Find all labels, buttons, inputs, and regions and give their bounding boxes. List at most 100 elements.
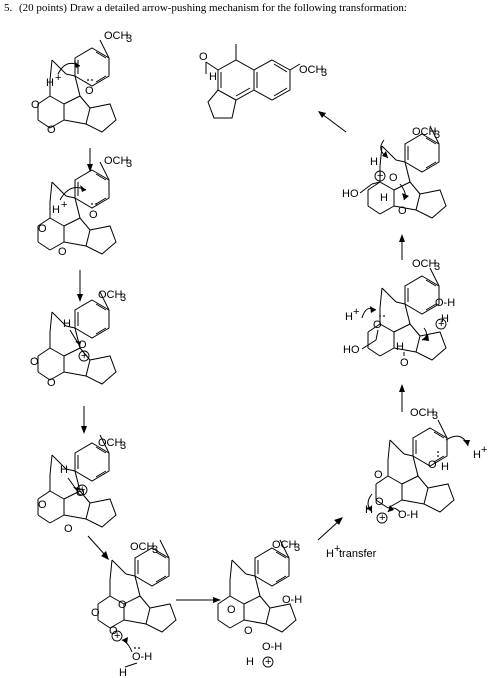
proton-label-8: H — [345, 311, 353, 323]
oxygen-label-7b: O — [374, 469, 383, 481]
product-hydrogen-label: H — [209, 71, 217, 83]
oxygen-label-5c: O — [109, 625, 118, 637]
proton-label-2: H — [52, 204, 60, 216]
cation-plus-6: + — [265, 656, 271, 668]
methoxy-label-4: OCH — [98, 437, 123, 449]
proton-transfer-plus: + — [334, 543, 340, 555]
cation-plus-8: + — [438, 318, 444, 330]
oxygen-label-2c: O — [58, 246, 67, 258]
oxygen-label-3c: O — [47, 377, 56, 389]
product-structure: H O OCH 3 — [199, 44, 327, 119]
cation-plus-4: + — [79, 484, 85, 496]
cation-plus-7: + — [379, 512, 385, 524]
methoxy-sub-1: 3 — [126, 33, 132, 45]
question-text: 5. (20 points) Draw a detailed arrow-pus… — [4, 2, 407, 14]
methoxy-label-8: OCH — [412, 258, 437, 270]
methoxy-sub-7: 3 — [432, 410, 438, 422]
cation-plus-5: + — [114, 630, 120, 642]
methoxy-sub-3: 3 — [120, 292, 126, 304]
oxygen-label-8: O — [373, 319, 382, 331]
oxygen-label-2: O — [89, 209, 98, 221]
structure-8: OCH 3 H + O O-H H + HO H O — [343, 258, 455, 369]
structure-1: OCH 3 H + O O O — [31, 30, 132, 136]
structure-3: OCH 3 H O + O O — [30, 289, 126, 389]
hydrogen-label-8b: H — [396, 341, 404, 353]
oxygen-label-7: O — [428, 459, 437, 471]
oxygen-label-8b: O — [400, 357, 409, 369]
methoxy-label-5: OCH — [130, 541, 155, 553]
product-methoxy-label: OCH — [299, 64, 324, 76]
hydrogen-label-8: H — [441, 313, 449, 325]
oxygen-label-4b: O — [38, 499, 47, 511]
proton-transfer-h: H — [326, 548, 334, 560]
question-number: 5. — [4, 2, 13, 14]
proton-plus-1: + — [55, 72, 61, 84]
oxygen-label-2b: O — [38, 223, 47, 235]
hydrogen-label-9: H — [370, 156, 378, 168]
question-prompt: Draw a detailed arrow-pushing mechanism … — [69, 2, 407, 14]
hydroxy-label-6b: O-H — [262, 641, 282, 653]
reaction-arrow-9 — [318, 111, 347, 133]
oxygen-label-3: O — [78, 339, 87, 351]
reaction-arrow-7 — [399, 384, 405, 412]
hydroxyethoxy-label-8: HO — [343, 344, 360, 356]
oxygen-label-6: O — [227, 604, 236, 616]
structure-6: OCH 3 O-H O O O-H H + — [217, 539, 302, 668]
oxygen-label-4c: O — [64, 523, 73, 535]
structure-5: OCH 3 O O O + O-H H — [91, 539, 177, 678]
methoxy-sub-5: 3 — [152, 544, 158, 556]
oxygen-label-5b: O — [91, 607, 100, 619]
product-oxygen-label: O — [199, 51, 208, 63]
methoxy-label-3: OCH — [98, 289, 123, 301]
reaction-arrow-2 — [77, 270, 83, 302]
oxygen-label-3b: O — [30, 356, 39, 368]
hydrogen-label-4: H — [60, 464, 68, 476]
reaction-arrow-3 — [81, 406, 87, 434]
reaction-arrow-6 — [317, 517, 343, 541]
methoxy-label-1: OCH — [104, 30, 129, 42]
proton-plus-8: + — [353, 306, 359, 318]
methoxy-sub-8: 3 — [434, 261, 440, 273]
oxygen-label-6b: O — [244, 625, 253, 637]
hydroxy-label-7: O-H — [398, 509, 418, 521]
reaction-arrow-8 — [399, 234, 405, 260]
proton-label-1: H — [46, 77, 54, 89]
oxygen-label-9b: O — [398, 205, 407, 217]
hydroxy-label-5: O-H — [132, 651, 152, 663]
hydroxyethoxy-label-9: HO — [342, 188, 359, 200]
reaction-arrow-4 — [87, 535, 109, 560]
reaction-arrow-1 — [87, 148, 93, 172]
hydroxy-label-6: O-H — [282, 594, 302, 606]
hydrogen-label-5: H — [119, 667, 127, 678]
structure-2: OCH 3 H + O O O — [37, 155, 132, 258]
cation-plus-3: + — [81, 350, 87, 362]
methoxy-sub-6: 3 — [294, 542, 300, 554]
methoxy-label-2: OCH — [104, 155, 129, 167]
oxygen-label-5: O — [118, 599, 127, 611]
question-points: (20 points) — [19, 2, 67, 14]
oxygen-label-9: O — [389, 172, 398, 184]
methoxy-sub-4: 3 — [120, 440, 126, 452]
hydrogen-label-3: H — [63, 318, 71, 330]
oxygen-label-1c: O — [47, 124, 56, 136]
hydrogen-label-6: H — [246, 656, 254, 668]
proton-plus-7: + — [481, 444, 487, 456]
structure-9: OCH 3 H + O HO H O — [342, 125, 447, 219]
proton-label-7: H — [473, 449, 481, 461]
cation-plus-9: + — [377, 170, 383, 182]
methoxy-sub-2: 3 — [126, 158, 132, 170]
oxygen-label-7c: O — [375, 496, 384, 508]
proton-transfer-text: transfer — [339, 548, 377, 560]
hydroxy-label-8: O-H — [435, 297, 455, 309]
structure-7: OCH 3 O H H + O H O + O-H — [365, 407, 487, 524]
methoxy-label-6: OCH — [272, 539, 297, 551]
methoxy-label-9: OCH — [412, 126, 437, 138]
hydrogen-label-9b: H — [380, 192, 388, 204]
structure-4: OCH 3 H O + O O — [37, 434, 126, 535]
oxygen-label-4: O — [76, 487, 85, 499]
oxygen-label-1: O — [85, 85, 94, 97]
proton-plus-2: + — [61, 199, 67, 211]
reaction-arrow-5 — [176, 597, 221, 603]
hydrogen-label-7: H — [441, 461, 449, 473]
